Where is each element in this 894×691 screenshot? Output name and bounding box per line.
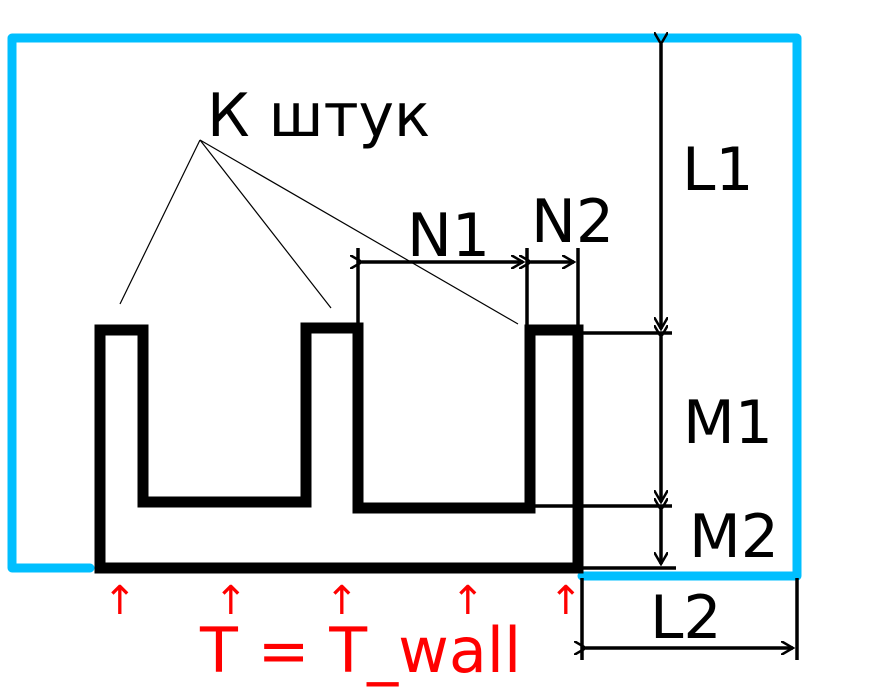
temperature-arrow: ↑ <box>214 578 248 624</box>
enclosure-boundary <box>7 33 802 581</box>
count-label: К штук <box>207 81 430 151</box>
temperature-arrow: ↑ <box>325 578 359 624</box>
l2-label: L2 <box>650 583 722 653</box>
temperature-arrows: ↑ ↑ ↑ ↑ ↑ <box>103 578 583 624</box>
n1-label: N1 <box>407 201 490 271</box>
n2-label: N2 <box>531 187 614 257</box>
fin-profile <box>94 322 584 574</box>
temperature-arrow: ↑ <box>549 578 583 624</box>
dimension-l2 <box>582 578 799 660</box>
dimension-vertical <box>534 44 676 570</box>
temperature-boundary-label: T = T_wall <box>199 614 521 687</box>
temperature-arrow: ↑ <box>103 578 137 624</box>
m1-label: M1 <box>683 388 773 458</box>
dimension-n <box>358 248 580 330</box>
l1-label: L1 <box>682 135 754 205</box>
temperature-arrow: ↑ <box>451 578 485 624</box>
count-leader-lines <box>119 139 519 325</box>
m2-label: M2 <box>689 502 779 572</box>
